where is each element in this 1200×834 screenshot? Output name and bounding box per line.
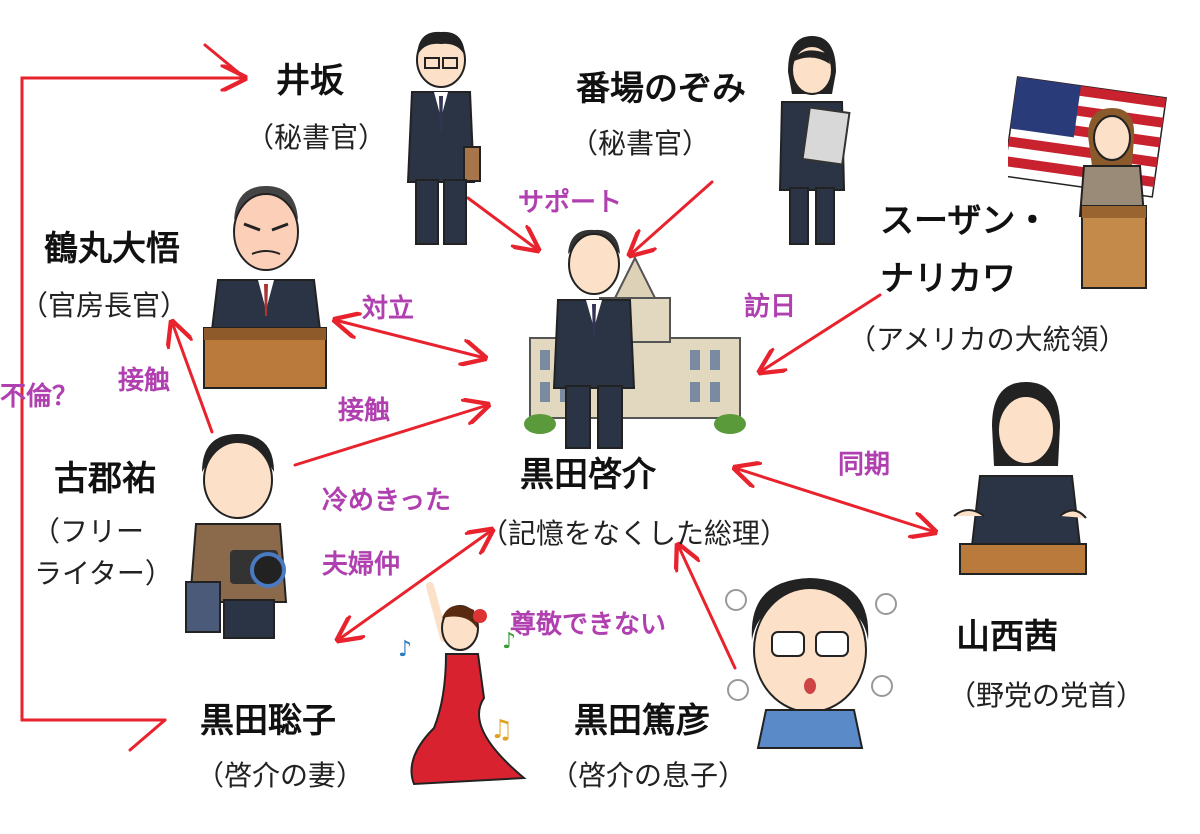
affair-tail-left (203, 43, 247, 80)
chief-cabinet-secretary-icon (203, 186, 327, 389)
contact-tsurumaru-arrow (172, 322, 214, 434)
cold-marriage-label-1: 冷めきった (322, 486, 451, 516)
banba-role: （秘書官） (570, 127, 711, 160)
banba-support-arrow (630, 180, 714, 255)
no-respect-arrow (678, 545, 737, 670)
svg-text:♪: ♪ (502, 629, 516, 654)
support-label: サポート (518, 188, 623, 218)
satoko-name: 黒田聡子 (200, 701, 336, 741)
marriage-arrow (338, 530, 492, 640)
keisuke-role: （記憶をなくした総理） (480, 517, 789, 550)
diet-building-icon (524, 255, 746, 434)
son-glasses-icon (725, 578, 897, 749)
conflict-arrow (335, 320, 485, 358)
no-respect-label: 尊敬できない (510, 610, 667, 640)
peer-label: 同期 (838, 450, 891, 480)
conflict-label: 対立 (362, 294, 415, 324)
isaka-role: （秘書官） (246, 121, 387, 154)
affair-loop-arrow (20, 78, 245, 722)
svg-text:♫: ♫ (490, 715, 513, 745)
tsurumaru-name: 鶴丸大悟 (44, 229, 180, 269)
flamenco-wife-icon: ♪ ♪ ♫ (398, 582, 527, 786)
atsuhiko-role: （啓介の息子） (550, 759, 747, 792)
secretary-woman-icon (778, 36, 851, 245)
susan-name-line2: ナリカワ (880, 259, 1016, 299)
visit-arrow (760, 293, 882, 372)
tsurumaru-role: （官房長官） (20, 289, 189, 322)
affair-tail-bottom (128, 718, 167, 752)
koori-role-line1: （フリー (32, 515, 145, 548)
isaka-support-arrow (466, 196, 538, 250)
us-president-icon (1008, 76, 1168, 289)
svg-text:♪: ♪ (398, 637, 412, 662)
koori-name: 古郡祐 (54, 459, 156, 499)
cold-marriage-label-2: 夫婦仲 (322, 550, 401, 580)
isaka-name: 井坂 (276, 61, 344, 101)
freelance-writer-icon (185, 434, 288, 639)
satoko-role: （啓介の妻） (196, 759, 365, 792)
visit-label: 訪日 (744, 292, 797, 322)
atsuhiko-name: 黒田篤彦 (574, 701, 710, 741)
opposition-leader-icon (953, 382, 1087, 575)
contact-label-2: 接触 (338, 396, 391, 426)
yamanishi-role: （野党の党首） (948, 679, 1145, 712)
peer-arrow (735, 468, 935, 532)
prime-minister-icon (524, 229, 746, 449)
susan-role: （アメリカの大統領） (848, 323, 1127, 356)
keisuke-name: 黒田啓介 (520, 455, 656, 495)
banba-name: 番場のぞみ (576, 69, 746, 109)
koori-role-line2: ライター） (34, 557, 173, 590)
affair-label: 不倫？ (0, 382, 79, 412)
yamanishi-name: 山西茜 (956, 617, 1058, 657)
secretary-man-icon (406, 31, 481, 245)
susan-name-line1: スーザン・ (880, 201, 1050, 241)
contact-label-1: 接触 (118, 366, 171, 396)
contact-keisuke-arrow (293, 405, 488, 467)
